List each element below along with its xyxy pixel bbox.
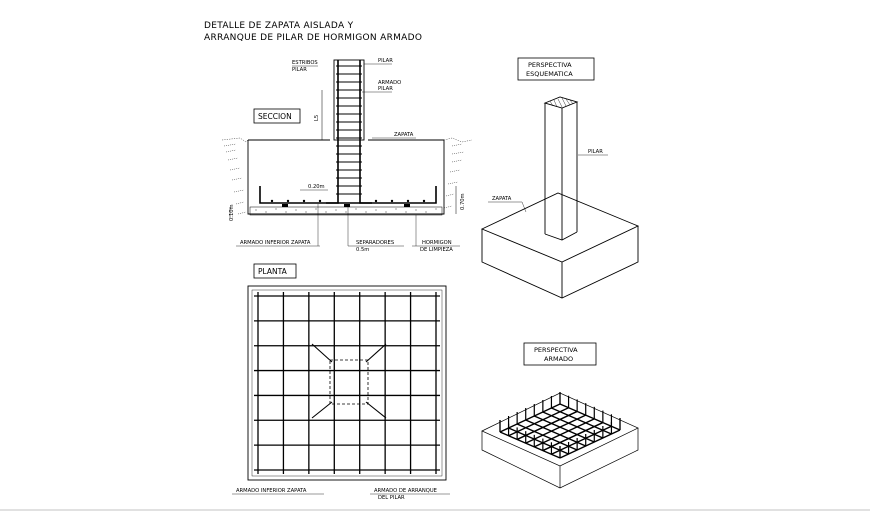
label-separadores-2: 0.5m	[356, 247, 369, 253]
drawing-title: DETALLE DE ZAPATA AISLADA Y ARRANQUE DE …	[204, 21, 422, 43]
label-separadores-1: SEPARADORES	[356, 240, 394, 246]
rebar-perspective-box	[481, 392, 639, 489]
iso-rebar-b	[559, 429, 621, 459]
dim-left-label: 0.10m	[229, 204, 235, 221]
label-armado-pilar-2: PILAR	[378, 86, 393, 92]
plan-title: PLANTA	[258, 267, 288, 276]
iso-rebar-a	[559, 403, 621, 431]
column-outline	[333, 59, 365, 141]
schematic-label-zapata: ZAPATA	[492, 196, 512, 202]
schematic-label-pilar: PILAR	[588, 149, 603, 155]
column-dim-label: L5	[314, 115, 320, 121]
plan-column-footprint	[329, 359, 369, 405]
label-estribos: ESTRIBOS	[292, 60, 318, 66]
plan-label-arranque-1: ARMADO DE ARRANQUE	[374, 488, 437, 494]
terrain-left	[221, 137, 249, 215]
iso-rebar-a	[534, 415, 595, 443]
section-title-box	[253, 108, 301, 124]
iso-rebar-b	[525, 414, 587, 444]
title-line-1: DETALLE DE ZAPATA AISLADA Y	[204, 21, 354, 31]
plan-outline	[247, 285, 447, 481]
rebar-title-1: PERSPECTIVA	[534, 346, 578, 354]
iso-rebar-a	[525, 419, 586, 447]
rebar-perspective-mesh	[499, 392, 621, 459]
dim-right-label: 0.70m	[460, 193, 466, 210]
schematic-title-2: ESQUEMATICA	[526, 70, 573, 78]
schematic-column-hatch	[549, 97, 574, 108]
spacers	[282, 204, 410, 207]
label-pilar-left: PILAR	[292, 67, 307, 73]
lean-concrete-stipple	[255, 208, 437, 213]
label-armado-inferior: ARMADO INFERIOR ZAPATA	[240, 240, 311, 246]
plan-starter-bars	[311, 343, 387, 419]
iso-rebar-b	[508, 407, 569, 437]
iso-rebar-a	[516, 423, 578, 451]
plan-rebar-grid	[254, 292, 440, 474]
bottom-rebar-dots	[270, 199, 426, 203]
section-title: SECCION	[258, 112, 292, 121]
rebar-perspective: PERSPECTIVA ARMADO	[481, 342, 639, 489]
label-hormigon-1: HORMIGON	[422, 240, 452, 246]
iso-rebar-a	[499, 431, 561, 459]
schematic-perspective: PERSPECTIVA ESQUEMATICA PILAR ZAPATA	[480, 57, 640, 299]
schematic-title-box	[517, 57, 595, 81]
plan-label-armado-inferior: ARMADO INFERIOR ZAPATA	[236, 488, 307, 494]
column-stirrups	[336, 65, 362, 195]
iso-rebar-a	[542, 411, 604, 439]
iso-rebar-a	[551, 407, 612, 435]
rebar-title-2: ARMADO	[544, 355, 573, 363]
label-spacing: 0.20m	[308, 184, 325, 190]
label-zapata: ZAPATA	[394, 132, 414, 138]
iso-rebar-b	[551, 425, 612, 455]
rebar-title-box	[523, 342, 597, 366]
iso-rebar-b	[542, 421, 604, 452]
iso-rebar-b	[533, 418, 595, 448]
iso-rebar-b	[516, 410, 578, 441]
iso-rebar-a	[508, 427, 569, 455]
title-line-2: ARRANQUE DE PILAR DE HORMIGON ARMADO	[204, 33, 422, 43]
plan-title-box	[253, 263, 297, 279]
label-armado-pilar-1: ARMADO	[378, 80, 401, 86]
column-rebar-right	[359, 60, 372, 204]
terrain-right	[443, 137, 473, 209]
schematic-leader-zapata-2	[521, 201, 527, 213]
plan-view: PLANTA ARMADO INFERIOR ZAPATA ARMADO DE …	[232, 263, 450, 501]
column-rebar-left	[326, 60, 339, 204]
iso-rebar-b	[499, 403, 561, 433]
plan-label-arranque-2: DEL PILAR	[378, 495, 405, 501]
schematic-footing	[480, 192, 640, 299]
section-view: SECCION	[221, 58, 473, 253]
bottom-rebar	[259, 186, 437, 204]
label-hormigon-2: DE LIMPIEZA	[420, 247, 453, 253]
plan-inner-outline	[251, 289, 443, 477]
schematic-title-1: PERSPECTIVA	[528, 61, 572, 69]
label-pilar-right: PILAR	[378, 58, 393, 64]
schematic-column	[543, 96, 579, 241]
excavation-outline	[247, 140, 445, 215]
